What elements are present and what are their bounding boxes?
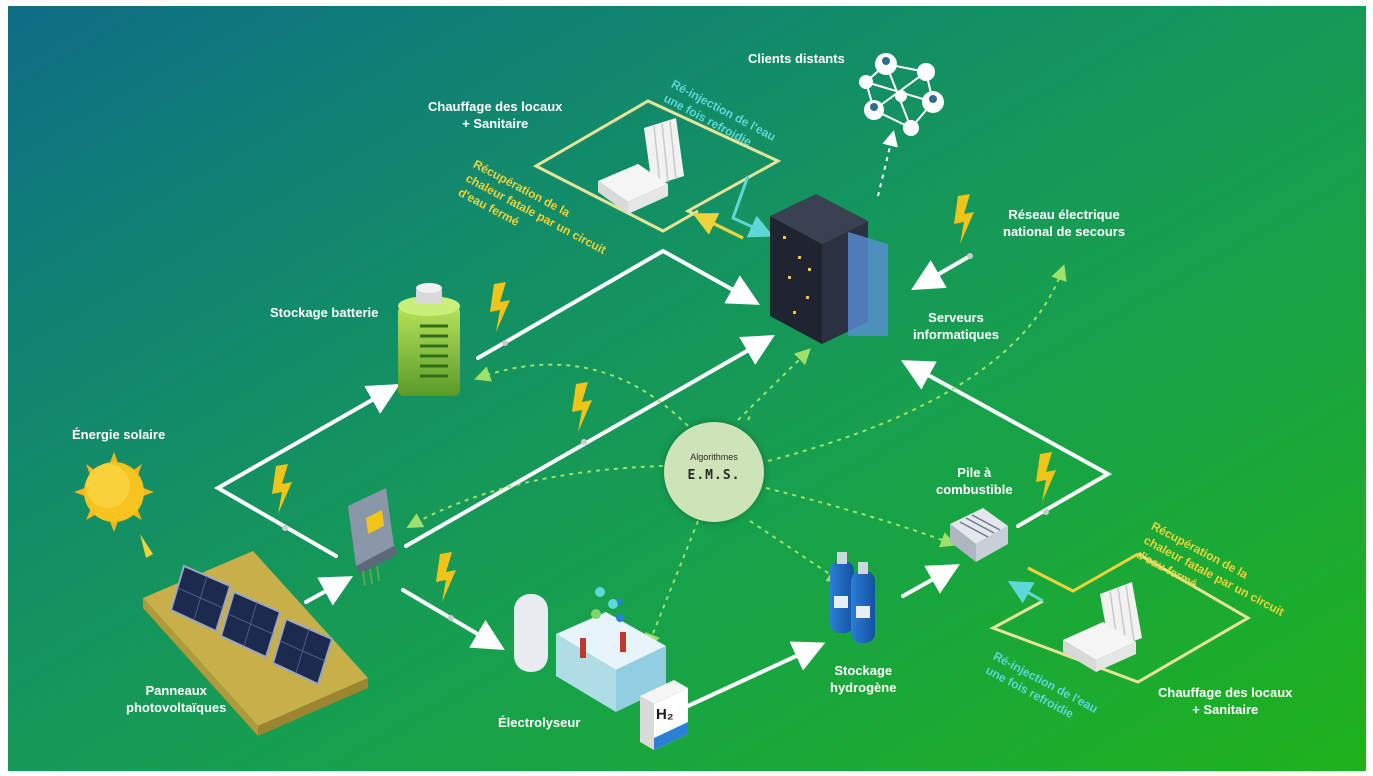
h2-box-icon bbox=[640, 680, 688, 750]
server-rack-icon bbox=[770, 194, 888, 344]
sink-icon-bottom bbox=[1063, 622, 1136, 672]
diagram-drawing bbox=[74, 53, 1251, 750]
label-chauffage-top: Chauffage des locaux + Sanitaire bbox=[428, 99, 563, 131]
heating-loop-bottom bbox=[989, 552, 1251, 684]
label-electrolyseur: Électrolyseur bbox=[498, 715, 581, 730]
label-stockage-hydrogene: Stockage hydrogène bbox=[830, 663, 897, 695]
label-stockage-batterie: Stockage batterie bbox=[270, 305, 379, 320]
sink-icon-top bbox=[598, 164, 668, 214]
label-reseau: Réseau électrique national de secours bbox=[1003, 207, 1126, 239]
lightning-icon bbox=[272, 194, 1056, 602]
battery-icon bbox=[398, 283, 460, 396]
label-clients-distants: Clients distants bbox=[748, 51, 845, 66]
label-energie-solaire: Énergie solaire bbox=[72, 427, 166, 442]
ems-title: E.M.S. bbox=[687, 468, 741, 483]
electrical-box-icon bbox=[348, 488, 398, 587]
h2-label: H₂ bbox=[656, 706, 674, 723]
heating-loop-top bbox=[532, 99, 782, 240]
ems-node: Algorithmes E.M.S. bbox=[664, 422, 764, 522]
label-serveurs: Serveurs informatiques bbox=[913, 310, 999, 342]
label-panneaux: Panneaux photovoltaïques bbox=[126, 683, 227, 715]
ems-links bbox=[406, 130, 1067, 650]
energy-diagram: Clients distants Chauffage des locaux + … bbox=[8, 6, 1366, 771]
sun-icon bbox=[74, 452, 154, 558]
hydrogen-tanks-icon bbox=[830, 552, 875, 643]
label-pile: Pile à combustible bbox=[936, 465, 1013, 497]
label-chauffage-bottom: Chauffage des locaux + Sanitaire bbox=[1158, 685, 1293, 717]
radiator-icon-top bbox=[644, 118, 684, 186]
fuel-cell-icon bbox=[950, 508, 1008, 562]
solar-panels-icon bbox=[143, 551, 368, 736]
electrolyser-icon bbox=[514, 587, 666, 712]
ems-subtitle: Algorithmes bbox=[690, 452, 738, 462]
network-nodes bbox=[859, 53, 944, 136]
